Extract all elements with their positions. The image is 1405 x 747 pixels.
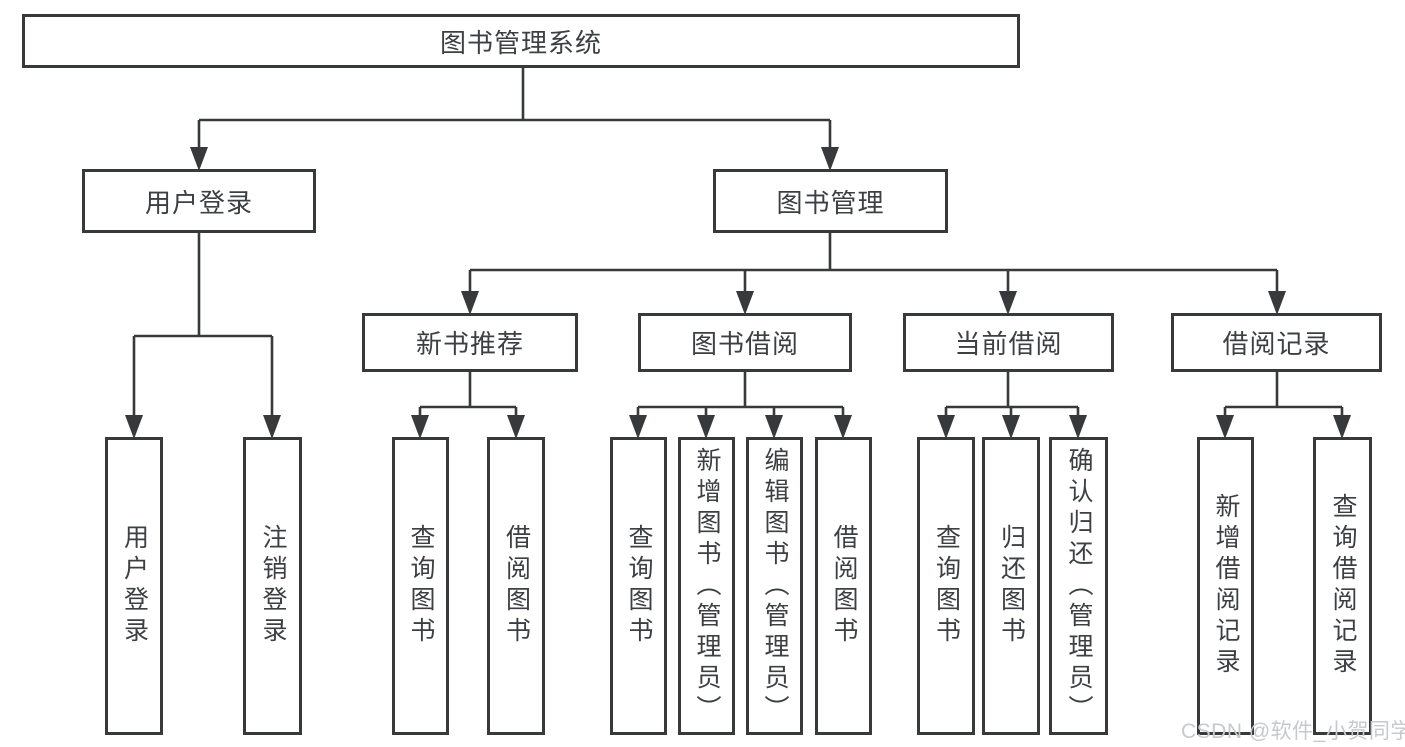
- node-label: 查询图书: [932, 524, 961, 648]
- node-label: 借阅记录: [1222, 329, 1331, 359]
- node-leaf-add-borrow-record: 新增借阅记录: [1197, 437, 1254, 735]
- node-borrowing-records: 借阅记录: [1171, 313, 1382, 372]
- node-leaf-user-login: 用户登录: [105, 437, 163, 735]
- node-label: 借阅图书: [830, 524, 858, 648]
- node-leaf-borrow-books-1: 借阅图书: [487, 437, 545, 735]
- node-label: 新增图书（管理员）: [693, 446, 721, 726]
- node-leaf-query-books-2: 查询图书: [610, 437, 667, 735]
- node-label: 新增借阅记录: [1212, 493, 1240, 679]
- node-leaf-edit-books-admin: 编辑图书（管理员）: [746, 437, 803, 735]
- node-label: 新书推荐: [415, 329, 524, 359]
- node-label: 当前借阅: [954, 329, 1063, 359]
- node-leaf-query-books-3: 查询图书: [917, 437, 975, 735]
- node-label: 用户登录: [144, 187, 253, 218]
- node-label: 图书管理: [776, 187, 885, 218]
- node-label: 确认归还（管理员）: [1065, 446, 1093, 726]
- node-label: 查询借阅记录: [1329, 493, 1357, 679]
- node-leaf-borrow-books-2: 借阅图书: [815, 437, 872, 735]
- node-leaf-query-borrow-record: 查询借阅记录: [1313, 437, 1372, 735]
- node-label: 编辑图书（管理员）: [761, 446, 789, 726]
- node-leaf-query-books-1: 查询图书: [392, 437, 449, 735]
- node-leaf-confirm-return-admin: 确认归还（管理员）: [1049, 437, 1108, 735]
- node-book-management: 图书管理: [713, 169, 948, 233]
- node-current-borrowing: 当前借阅: [903, 313, 1114, 372]
- node-label: 查询图书: [407, 524, 435, 648]
- node-leaf-logout: 注销登录: [243, 437, 302, 735]
- node-new-book-recommendation: 新书推荐: [362, 313, 578, 372]
- watermark: CSDN @软件_小贺同学: [1181, 720, 1405, 743]
- node-book-borrowing: 图书借阅: [638, 313, 852, 372]
- node-user-login: 用户登录: [82, 169, 316, 233]
- node-label: 图书借阅: [690, 329, 799, 359]
- node-leaf-return-books: 归还图书: [982, 437, 1040, 735]
- node-library-management-system: 图书管理系统: [22, 14, 1020, 68]
- node-label: 借阅图书: [502, 524, 531, 648]
- node-label: 图书管理系统: [439, 27, 602, 58]
- node-label: 注销登录: [259, 524, 287, 648]
- node-label: 归还图书: [997, 524, 1026, 648]
- node-leaf-add-books-admin: 新增图书（管理员）: [678, 437, 735, 735]
- node-label: 查询图书: [625, 524, 653, 648]
- node-label: 用户登录: [120, 524, 149, 648]
